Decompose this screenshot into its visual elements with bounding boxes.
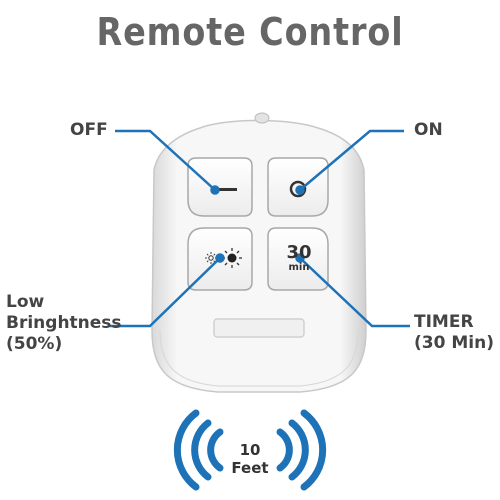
low-brightness-label: Low Bringhtness (50%) [6, 292, 122, 355]
timer-value: 30 [286, 242, 312, 263]
wireless-signal-icon [173, 409, 327, 491]
off-label: OFF [70, 120, 108, 140]
low-brightness-label-line3: (50%) [6, 334, 63, 354]
range-text: 10 Feet [231, 441, 269, 477]
on-label: ON [414, 120, 443, 140]
remote-body [151, 112, 367, 393]
low-brightness-label-line2: Bringhtness [6, 313, 122, 333]
timer-label-line2: (30 Min) [414, 333, 494, 353]
battery-slot [213, 318, 305, 338]
timer-unit: min [288, 262, 310, 273]
minus-icon [217, 188, 237, 191]
callout-lines [110, 129, 410, 328]
timer-button-text: 30 min [285, 244, 313, 274]
page-title: Remote Control [96, 10, 404, 54]
off-button[interactable] [187, 157, 253, 217]
timer-label: TIMER (30 Min) [414, 312, 494, 354]
circle-icon [289, 180, 307, 198]
low-brightness-label-line1: Low [6, 292, 45, 312]
timer-label-line1: TIMER [414, 312, 474, 332]
